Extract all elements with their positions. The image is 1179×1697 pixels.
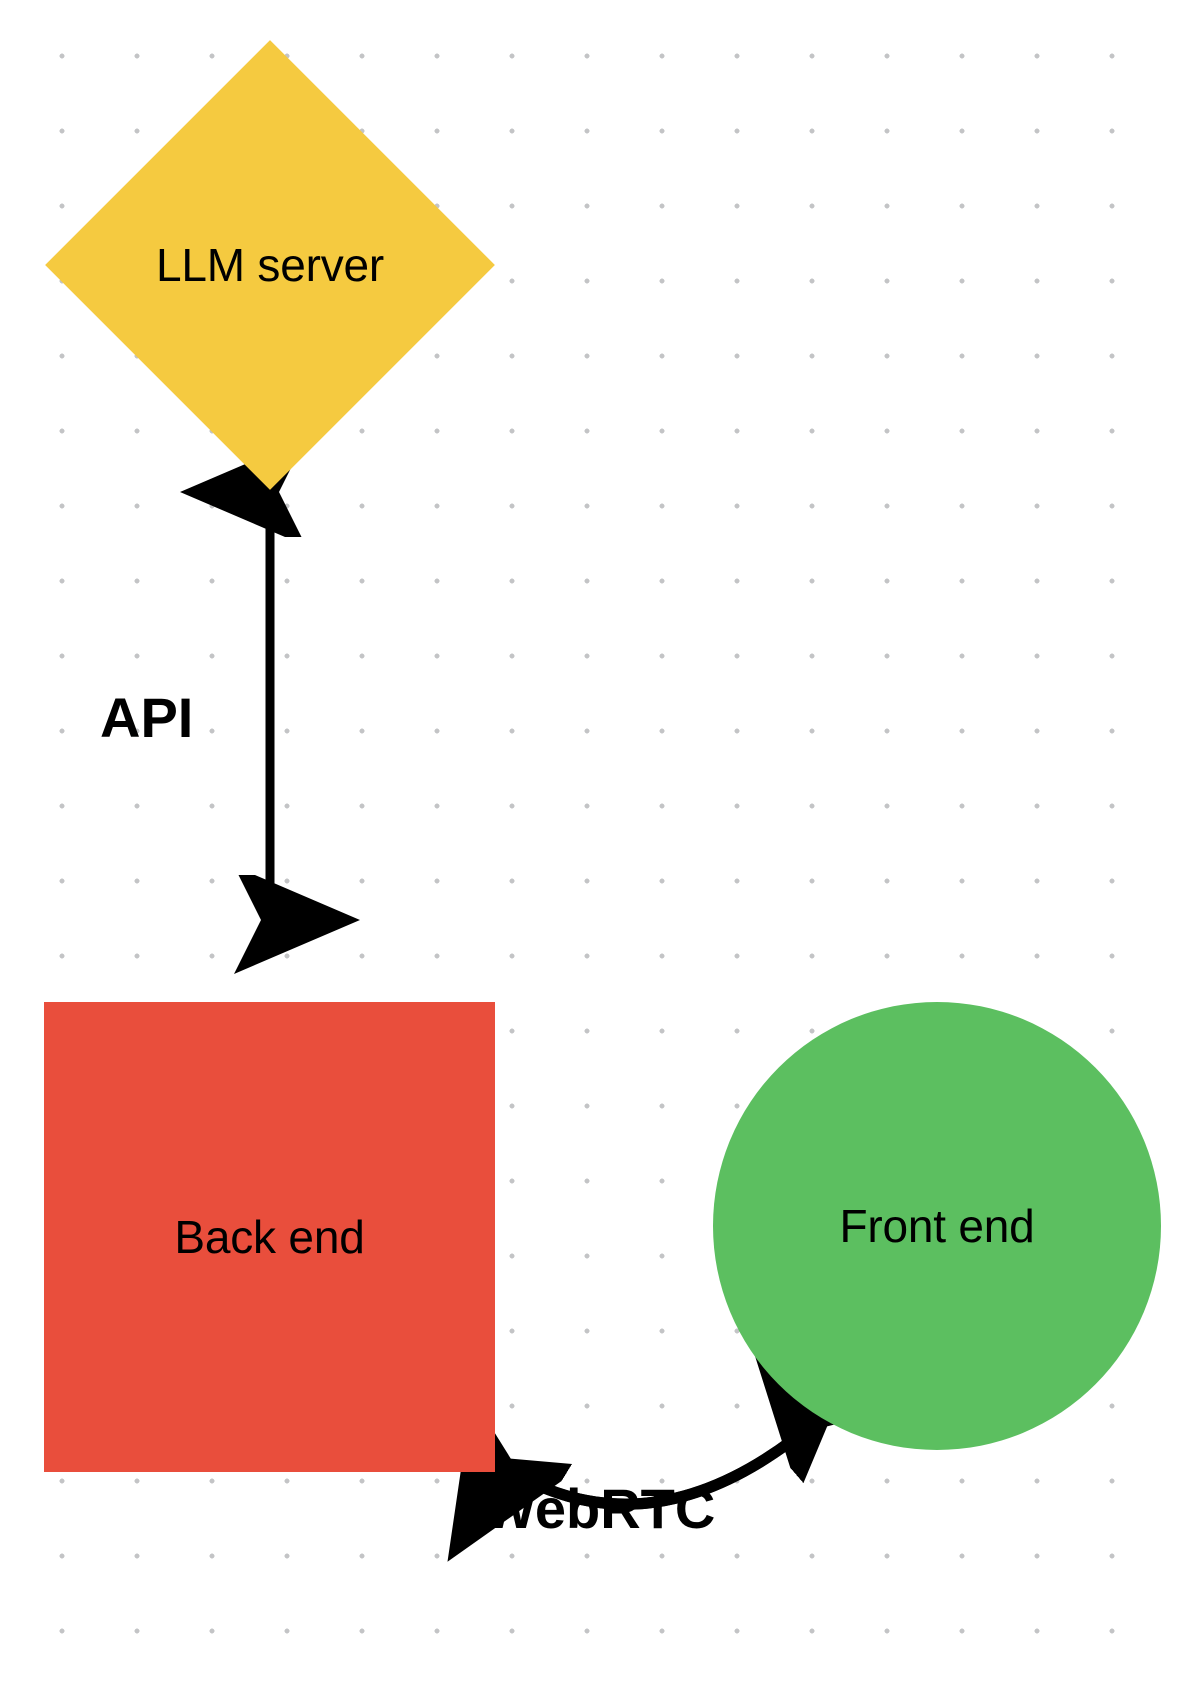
node-back-end-label: Back end [174,1211,365,1263]
edge-api-label: API [100,686,194,749]
node-back-end[interactable]: Back end [44,1002,495,1472]
edge-webrtc-label: WebRTC [483,1477,716,1540]
node-front-end[interactable]: Front end [713,1002,1161,1450]
edge-webrtc[interactable] [505,1418,820,1504]
llm-server-diamond-shape [45,40,495,490]
node-llm-server[interactable]: LLM server [45,40,495,490]
node-front-end-label: Front end [839,1200,1035,1252]
edge-webrtc-path-right [502,1418,820,1510]
